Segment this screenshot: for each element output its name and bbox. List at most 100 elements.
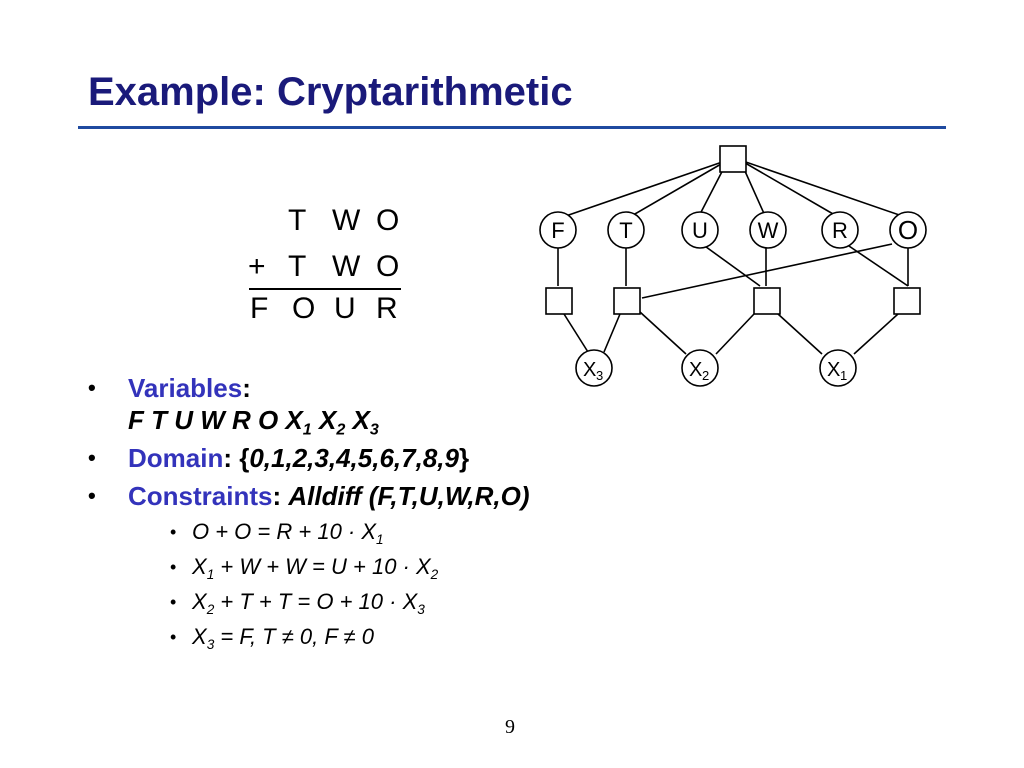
aux-label: X <box>689 359 702 381</box>
puzzle-letter: W <box>332 204 361 237</box>
domain-values: 0,1,2,3,4,5,6,7,8,9 <box>249 443 459 473</box>
aux-label-sub: 1 <box>840 368 847 383</box>
constraint-square <box>545 287 573 315</box>
constraint-equation-4: • X3 = F, T ≠ 0, F ≠ 0 <box>170 623 708 651</box>
bullet-dot: • <box>88 375 96 400</box>
aux-node-x2 <box>681 349 719 387</box>
puzzle-row-addend-2: + T W O <box>240 250 410 286</box>
constraint-equation-2: • X1 + W + W = U + 10 · X2 <box>170 553 708 581</box>
variable-node-u <box>681 211 719 249</box>
variable-label: U <box>692 218 708 243</box>
puzzle-row-addend-1: T W O <box>240 204 410 240</box>
domain-suffix: } <box>458 443 470 473</box>
graph-edge <box>559 159 729 219</box>
variables-list: F T U W R O X1 X2 X3 <box>128 405 379 438</box>
constraint-graph: F T U W R O X 3 X 2 X 1 <box>539 145 927 387</box>
sub-bullet-dot: • <box>170 557 177 577</box>
variable-nodes <box>539 211 927 249</box>
plus-sign: + <box>248 250 266 283</box>
graph-edge <box>639 311 687 355</box>
constraint-square <box>613 287 641 315</box>
variable-label: W <box>758 218 779 243</box>
bullet-domain: • Domain: {0,1,2,3,4,5,6,7,8,9} <box>88 442 708 474</box>
equation-sub: 1 <box>206 566 215 582</box>
puzzle-letter: U <box>334 292 356 325</box>
aux-labels: X 3 X 2 X 1 <box>583 359 847 383</box>
aux-node-x1 <box>819 349 857 387</box>
equation-sub: 1 <box>376 531 384 547</box>
constraints-label: Constraints <box>128 481 273 511</box>
constraints-colon: : <box>272 481 289 511</box>
variables-text: X <box>311 405 337 435</box>
variable-label: O <box>898 215 918 245</box>
constraint-square <box>893 287 921 315</box>
equation-text: = F, T ≠ 0, F ≠ 0 <box>214 624 374 649</box>
graph-edge <box>845 243 909 287</box>
variable-label: F <box>551 218 564 243</box>
graph-edge <box>853 313 899 355</box>
title-underline <box>78 126 946 129</box>
equation-text: X <box>192 589 207 614</box>
constraint-squares <box>545 287 921 315</box>
sub-bullet-dot: • <box>170 522 177 542</box>
variable-label: T <box>619 218 632 243</box>
sum-line <box>249 288 401 290</box>
graph-edge <box>777 313 823 355</box>
graph-edge <box>739 159 841 219</box>
puzzle-letter: T <box>288 250 307 283</box>
variables-label: Variables <box>128 373 243 403</box>
puzzle-letter: O <box>292 292 316 325</box>
variable-labels: F T U W R O <box>551 215 918 245</box>
var-sub: 2 <box>336 420 346 439</box>
aux-label-sub: 3 <box>596 368 603 383</box>
graph-edges <box>557 159 909 355</box>
variable-label: R <box>832 218 848 243</box>
equation-text: O + O = R + 10 · X <box>192 519 377 544</box>
bullet-list: • Variables: F T U W R O X1 X2 X3 • Doma… <box>88 372 708 658</box>
puzzle-letter: R <box>376 292 398 325</box>
aux-nodes <box>575 349 857 387</box>
variable-node-o <box>889 211 927 249</box>
graph-edge <box>701 243 761 287</box>
puzzle-letter: F <box>250 292 269 325</box>
equation-text: X <box>192 624 207 649</box>
graph-edge <box>739 159 909 219</box>
sub-bullet-dot: • <box>170 592 177 612</box>
var-sub: 1 <box>302 420 312 439</box>
constraint-equation-1: • O + O = R + 10 · X1 <box>170 518 708 546</box>
domain-prefix: : { <box>223 443 250 473</box>
equation-text: + W + W = U + 10 · X <box>214 554 431 579</box>
bullet-dot: • <box>88 483 96 508</box>
equation-text: X <box>192 554 207 579</box>
variables-text: F T U W R O X <box>128 405 303 435</box>
page-number: 9 <box>505 716 515 738</box>
equation-sub: 2 <box>430 566 439 582</box>
graph-edge <box>627 159 729 219</box>
puzzle-addition: T W O + T W O F O U R <box>240 200 410 330</box>
variables-colon: : <box>242 373 251 403</box>
aux-label: X <box>583 359 596 381</box>
bullet-constraints: • Constraints: Alldiff (F,T,U,W,R,O) <box>88 480 708 512</box>
bullet-variables: • Variables: F T U W R O X1 X2 X3 <box>88 372 708 438</box>
variable-node-t <box>607 211 645 249</box>
aux-node-x3 <box>575 349 613 387</box>
global-constraint-square <box>719 145 747 173</box>
graph-edge <box>603 313 621 353</box>
bullet-dot: • <box>88 445 96 470</box>
sub-bullet-dot: • <box>170 627 177 647</box>
equation-text: + T + T = O + 10 · X <box>214 589 418 614</box>
puzzle-letter: W <box>332 250 361 283</box>
constraint-equation-3: • X2 + T + T = O + 10 · X3 <box>170 588 708 616</box>
equation-sub: 3 <box>417 601 425 617</box>
graph-edge <box>563 313 589 353</box>
variable-node-f <box>539 211 577 249</box>
equation-sub: 2 <box>206 601 215 617</box>
puzzle-letter: O <box>376 204 400 237</box>
variable-node-w <box>749 211 787 249</box>
puzzle-row-result: F O U R <box>240 292 410 328</box>
graph-edge <box>641 243 893 299</box>
var-sub: 3 <box>369 420 379 439</box>
equation-sub: 3 <box>206 636 215 652</box>
variable-node-r <box>821 211 859 249</box>
slide-title: Example: Cryptarithmetic <box>88 70 573 114</box>
